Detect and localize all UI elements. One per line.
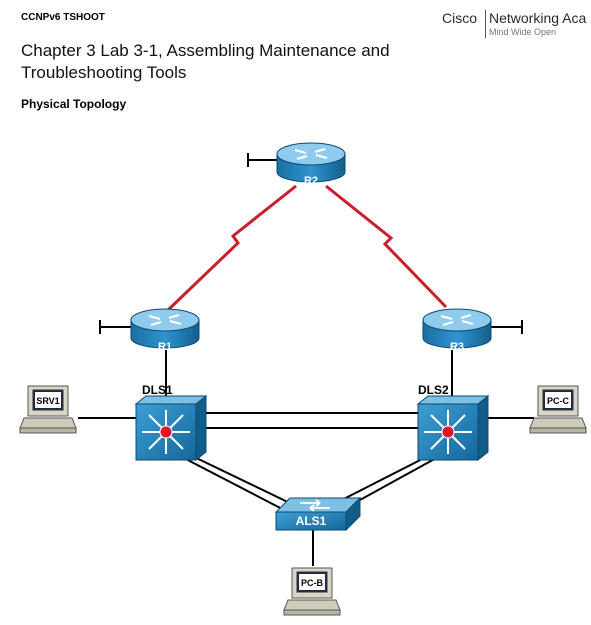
link-r2-r3 [325, 184, 448, 309]
pc-srv1: SRV1 [19, 385, 77, 434]
course-label: CCNPv6 TSHOOT [21, 12, 105, 23]
pc-pcb-label: PC-B [301, 578, 323, 588]
switch-dls1: DLS1 [134, 383, 208, 462]
link-dls1-als1-a [179, 455, 289, 513]
link-r2-r1 [166, 184, 297, 312]
logo-tagline: Mind Wide Open [489, 27, 557, 37]
serial-links [166, 184, 448, 312]
switch-icon [275, 511, 347, 531]
logo-program-text: Networking Aca [489, 10, 587, 26]
switch-als1: ALS1 [274, 496, 362, 532]
pc-pcb: PC-B [283, 567, 341, 616]
link-dls1-als1-b [187, 453, 297, 507]
link-dls2-als1-b [329, 453, 433, 507]
ethernet-links [78, 153, 534, 566]
logo-cisco-text: Cisco [442, 10, 478, 26]
pc-srv1-label: SRV1 [36, 396, 59, 406]
switch-als1-label: ALS1 [296, 514, 327, 528]
pc-pcc: PC-C [529, 385, 587, 434]
router-r2: R2 [275, 141, 347, 187]
pc-pcc-label: PC-C [547, 396, 569, 406]
page-title: Chapter 3 Lab 3-1, Assembling Maintenanc… [21, 41, 390, 82]
computer-icon [283, 567, 341, 616]
switch-dls1-label: DLS1 [142, 383, 173, 397]
switch-dls2-label: DLS2 [418, 383, 449, 397]
router-r1: R1 [129, 307, 201, 353]
section-heading: Physical Topology [21, 97, 127, 111]
computer-icon [19, 385, 77, 434]
computer-icon [529, 385, 587, 434]
router-r3: R3 [421, 307, 493, 353]
logo-divider [485, 10, 486, 38]
switch-dls2: DLS2 [416, 383, 490, 462]
router-r2-label: R2 [304, 175, 318, 187]
router-r1-label: R1 [158, 341, 172, 353]
router-r3-label: R3 [450, 341, 464, 353]
